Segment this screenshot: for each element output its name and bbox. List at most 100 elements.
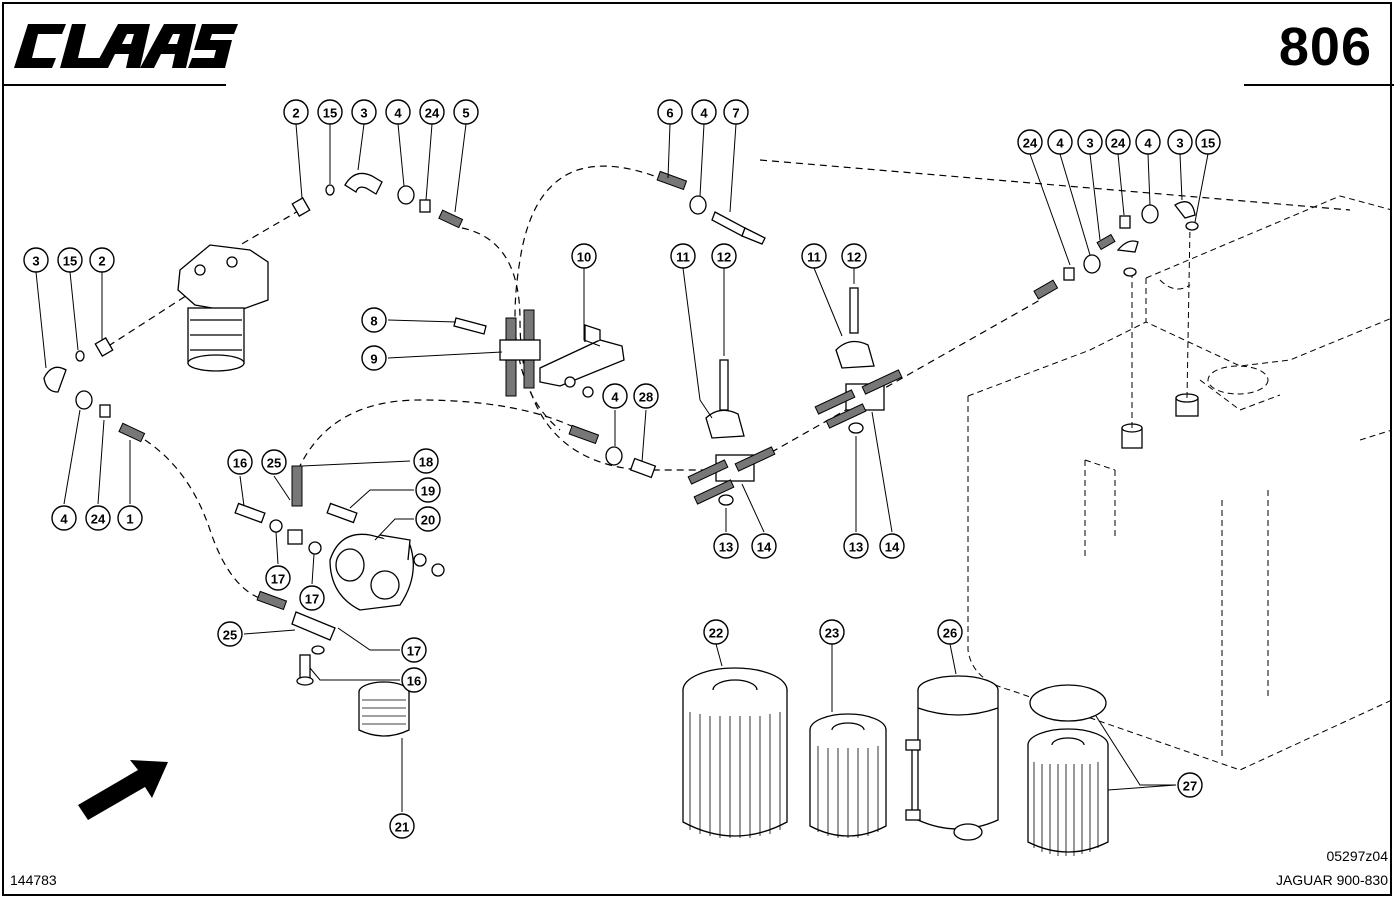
callout-number: 4 <box>611 390 619 405</box>
callout-11: 11 <box>801 243 827 269</box>
callout-circle <box>751 533 777 559</box>
callout-3: 3 <box>23 247 49 273</box>
model-label: JAGUAR 900-830 <box>1275 872 1388 888</box>
claas-logo-letters <box>14 24 238 68</box>
prefilter-assembly <box>234 465 445 686</box>
callout-number: 15 <box>63 254 77 269</box>
callout-4: 4 <box>602 383 628 409</box>
callout-circle <box>351 99 377 125</box>
callout-circle <box>89 247 115 273</box>
callout-7: 7 <box>723 99 749 125</box>
header-rule-right <box>1244 84 1394 86</box>
callout-28: 28 <box>633 383 659 409</box>
callout-14: 14 <box>751 533 777 559</box>
callout-24: 24 <box>1105 129 1131 155</box>
callout-4: 4 <box>385 99 411 125</box>
callout-18: 18 <box>413 448 439 474</box>
callout-number: 16 <box>407 674 421 689</box>
callout-number: 16 <box>233 456 247 471</box>
callout-number: 4 <box>60 512 68 527</box>
callout-circle <box>1105 129 1131 155</box>
callout-number: 10 <box>577 250 591 265</box>
callout-circle <box>841 243 867 269</box>
callout-circle <box>723 99 749 125</box>
callout-circle <box>703 619 729 645</box>
callout-number: 3 <box>360 106 367 121</box>
clamp-group-left <box>687 359 776 506</box>
callout-9: 9 <box>361 345 387 371</box>
direction-arrow-icon <box>78 760 168 820</box>
callout-number: 4 <box>1056 136 1064 151</box>
callout-circle <box>633 383 659 409</box>
callout-27: 27 <box>1177 772 1203 798</box>
callout-17: 17 <box>265 565 291 591</box>
callout-circle <box>937 619 963 645</box>
strainer-element-21 <box>358 681 410 737</box>
callout-circle <box>453 99 479 125</box>
claas-logo <box>14 24 238 68</box>
fittings-top-left <box>291 172 464 229</box>
reference-code: 05297z04 <box>1326 848 1388 864</box>
callout-circle <box>283 99 309 125</box>
callout-number: 15 <box>1201 136 1215 151</box>
callout-6: 6 <box>657 99 683 125</box>
callout-circle <box>1047 129 1073 155</box>
callout-number: 11 <box>676 250 690 265</box>
fittings-top-center <box>656 170 766 245</box>
callout-number: 15 <box>323 106 337 121</box>
callout-number: 22 <box>709 626 723 641</box>
callout-circle <box>602 383 628 409</box>
callout-circle <box>299 585 325 611</box>
callout-number: 14 <box>757 540 772 555</box>
callout-17: 17 <box>299 585 325 611</box>
filter-element-22 <box>682 667 788 838</box>
callout-circle <box>227 449 253 475</box>
callout-circle <box>879 533 905 559</box>
callout-number: 20 <box>421 513 435 528</box>
callout-8: 8 <box>361 307 387 333</box>
callout-circle <box>361 345 387 371</box>
callout-circle <box>389 813 415 839</box>
callout-circle <box>1167 129 1193 155</box>
callout-circle <box>85 505 111 531</box>
callout-circle <box>217 621 243 647</box>
callout-3: 3 <box>351 99 377 125</box>
filter-element-27 <box>1027 684 1109 856</box>
callout-number: 14 <box>885 540 900 555</box>
callout-4: 4 <box>51 505 77 531</box>
fittings-left <box>43 337 146 443</box>
callout-12: 12 <box>711 243 737 269</box>
callout-circle <box>401 637 427 663</box>
fittings-center-lower <box>568 424 657 479</box>
callout-number: 28 <box>639 390 653 405</box>
callout-24: 24 <box>419 99 445 125</box>
callout-number: 4 <box>394 106 402 121</box>
callout-circle <box>711 243 737 269</box>
callout-circle <box>415 506 441 532</box>
callout-number: 13 <box>849 540 863 555</box>
callout-12: 12 <box>841 243 867 269</box>
fuel-tank-outline <box>967 195 1393 771</box>
callout-number: 3 <box>32 254 39 269</box>
callout-number: 17 <box>305 592 319 607</box>
callout-20: 20 <box>415 506 441 532</box>
callout-number: 4 <box>1144 136 1152 151</box>
callout-circle <box>801 243 827 269</box>
callout-circle <box>415 477 441 503</box>
callout-number: 26 <box>943 626 957 641</box>
callout-number: 2 <box>98 254 105 269</box>
callout-number: 12 <box>717 250 731 265</box>
callout-24: 24 <box>85 505 111 531</box>
callout-circle <box>419 99 445 125</box>
callout-22: 22 <box>703 619 729 645</box>
callout-circle <box>819 619 845 645</box>
callout-number: 17 <box>271 572 285 587</box>
page-number: 806 <box>1278 17 1372 77</box>
callout-15: 15 <box>317 99 343 125</box>
callout-2: 2 <box>89 247 115 273</box>
callout-21: 21 <box>389 813 415 839</box>
callout-26: 26 <box>937 619 963 645</box>
callout-circle <box>571 243 597 269</box>
